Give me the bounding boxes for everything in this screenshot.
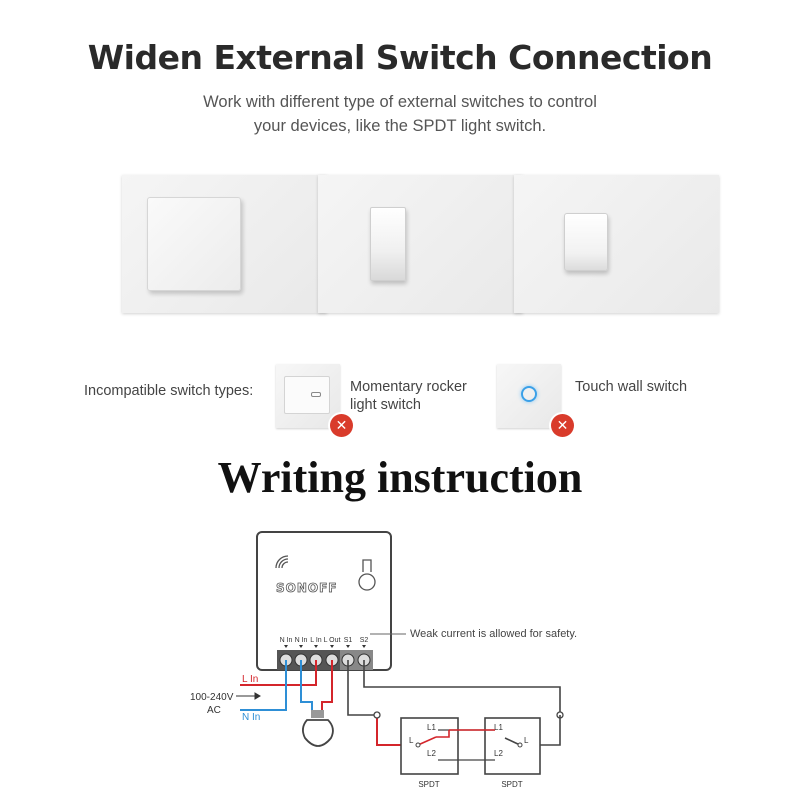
- wifi-icon: [275, 555, 289, 569]
- wire-junction: [373, 711, 381, 719]
- neutral-wire-input: [240, 660, 287, 711]
- spdt-switch-2: [484, 717, 541, 775]
- pairing-button-icon: [358, 559, 376, 591]
- cross-icon: ✕: [551, 414, 574, 437]
- wiring-diagram: SONOFF N In N In L In L Out S1 S2 Weak c…: [190, 531, 577, 789]
- subtitle-line-1: Work with different type of external swi…: [203, 93, 597, 111]
- device-body: [256, 531, 392, 671]
- page-subtitle: Work with different type of external swi…: [150, 90, 650, 138]
- type-label-line-1: Touch wall switch: [575, 379, 688, 395]
- terminal-label-n-in-1: N In: [280, 637, 293, 644]
- terminal-label-n-in-2: N In: [295, 637, 308, 644]
- momentary-rocker-image: [276, 364, 340, 428]
- brand-logo: SONOFF: [276, 581, 337, 595]
- return-wire: [540, 715, 561, 746]
- spdt-label-1: SPDT: [418, 780, 439, 789]
- supply-live-label: L In: [242, 674, 258, 685]
- terminal-label-s1: S1: [344, 637, 353, 644]
- toggle-switch-image: [370, 207, 406, 281]
- live-wire-input: [240, 660, 317, 686]
- switch-panel-toggle: [318, 175, 523, 313]
- s1-wire: [347, 660, 377, 716]
- cross-icon: ✕: [330, 414, 353, 437]
- section-heading: Writing instruction: [217, 453, 583, 502]
- type-label-line-1: Momentary rocker: [350, 379, 467, 395]
- switch-panel-spdt: [514, 175, 719, 313]
- incompatible-label: Incompatible switch types:: [84, 383, 254, 399]
- incompatible-type-touch: Touch wall switch: [575, 378, 687, 396]
- spdt2-contact: [504, 737, 521, 746]
- spdt2-pivot: [517, 742, 523, 748]
- spdt1-pivot: [415, 742, 421, 748]
- light-bulb-icon: [302, 710, 334, 747]
- spdt1-l1-label: L1: [427, 723, 436, 732]
- type-label-line-2: light switch: [350, 397, 421, 413]
- rocker-indicator-icon: [311, 392, 321, 397]
- touch-ring-icon: [521, 386, 537, 402]
- spdt-switch-image: [564, 213, 608, 271]
- terminal-arrows: [284, 645, 366, 648]
- traveler-live: [436, 730, 450, 738]
- incompatible-type-momentary: Momentary rocker light switch: [350, 378, 467, 414]
- s2-wire: [363, 660, 561, 715]
- page-title: Widen External Switch Connection: [87, 38, 713, 77]
- rocker-switch-image: [147, 197, 241, 291]
- supply-neutral-label: N In: [242, 712, 260, 723]
- mini-rocker-plate: [284, 376, 330, 414]
- spdt1-l-label: L: [409, 736, 414, 745]
- switch-panel-rocker: [122, 175, 327, 313]
- supply-arrow-icon: [236, 692, 261, 700]
- spdt-label-2: SPDT: [501, 780, 522, 789]
- neutral-wire-lamp: [300, 660, 313, 710]
- terminal-label-l-out: L Out: [324, 637, 341, 644]
- subtitle-line-2: your devices, like the SPDT light switch…: [253, 117, 547, 135]
- spdt1-contact: [417, 736, 437, 746]
- live-wire-switch: [376, 715, 409, 746]
- terminal-label-s2: S2: [360, 637, 369, 644]
- terminal-label-l-in: L In: [310, 637, 322, 644]
- supply-ac-label: AC: [207, 705, 221, 716]
- spdt2-l-label: L: [524, 736, 529, 745]
- live-wire-lamp: [321, 660, 333, 710]
- spdt2-l2-label: L2: [494, 749, 503, 758]
- safety-note: Weak current is allowed for safety.: [410, 628, 577, 640]
- touch-switch-image: [497, 364, 561, 428]
- supply-voltage-label: 100-240V: [190, 692, 234, 703]
- spdt1-l2-label: L2: [427, 749, 436, 758]
- spdt2-l1-label: L1: [494, 723, 503, 732]
- terminal-block-mains: [277, 650, 340, 670]
- spdt-switch-1: [400, 717, 459, 775]
